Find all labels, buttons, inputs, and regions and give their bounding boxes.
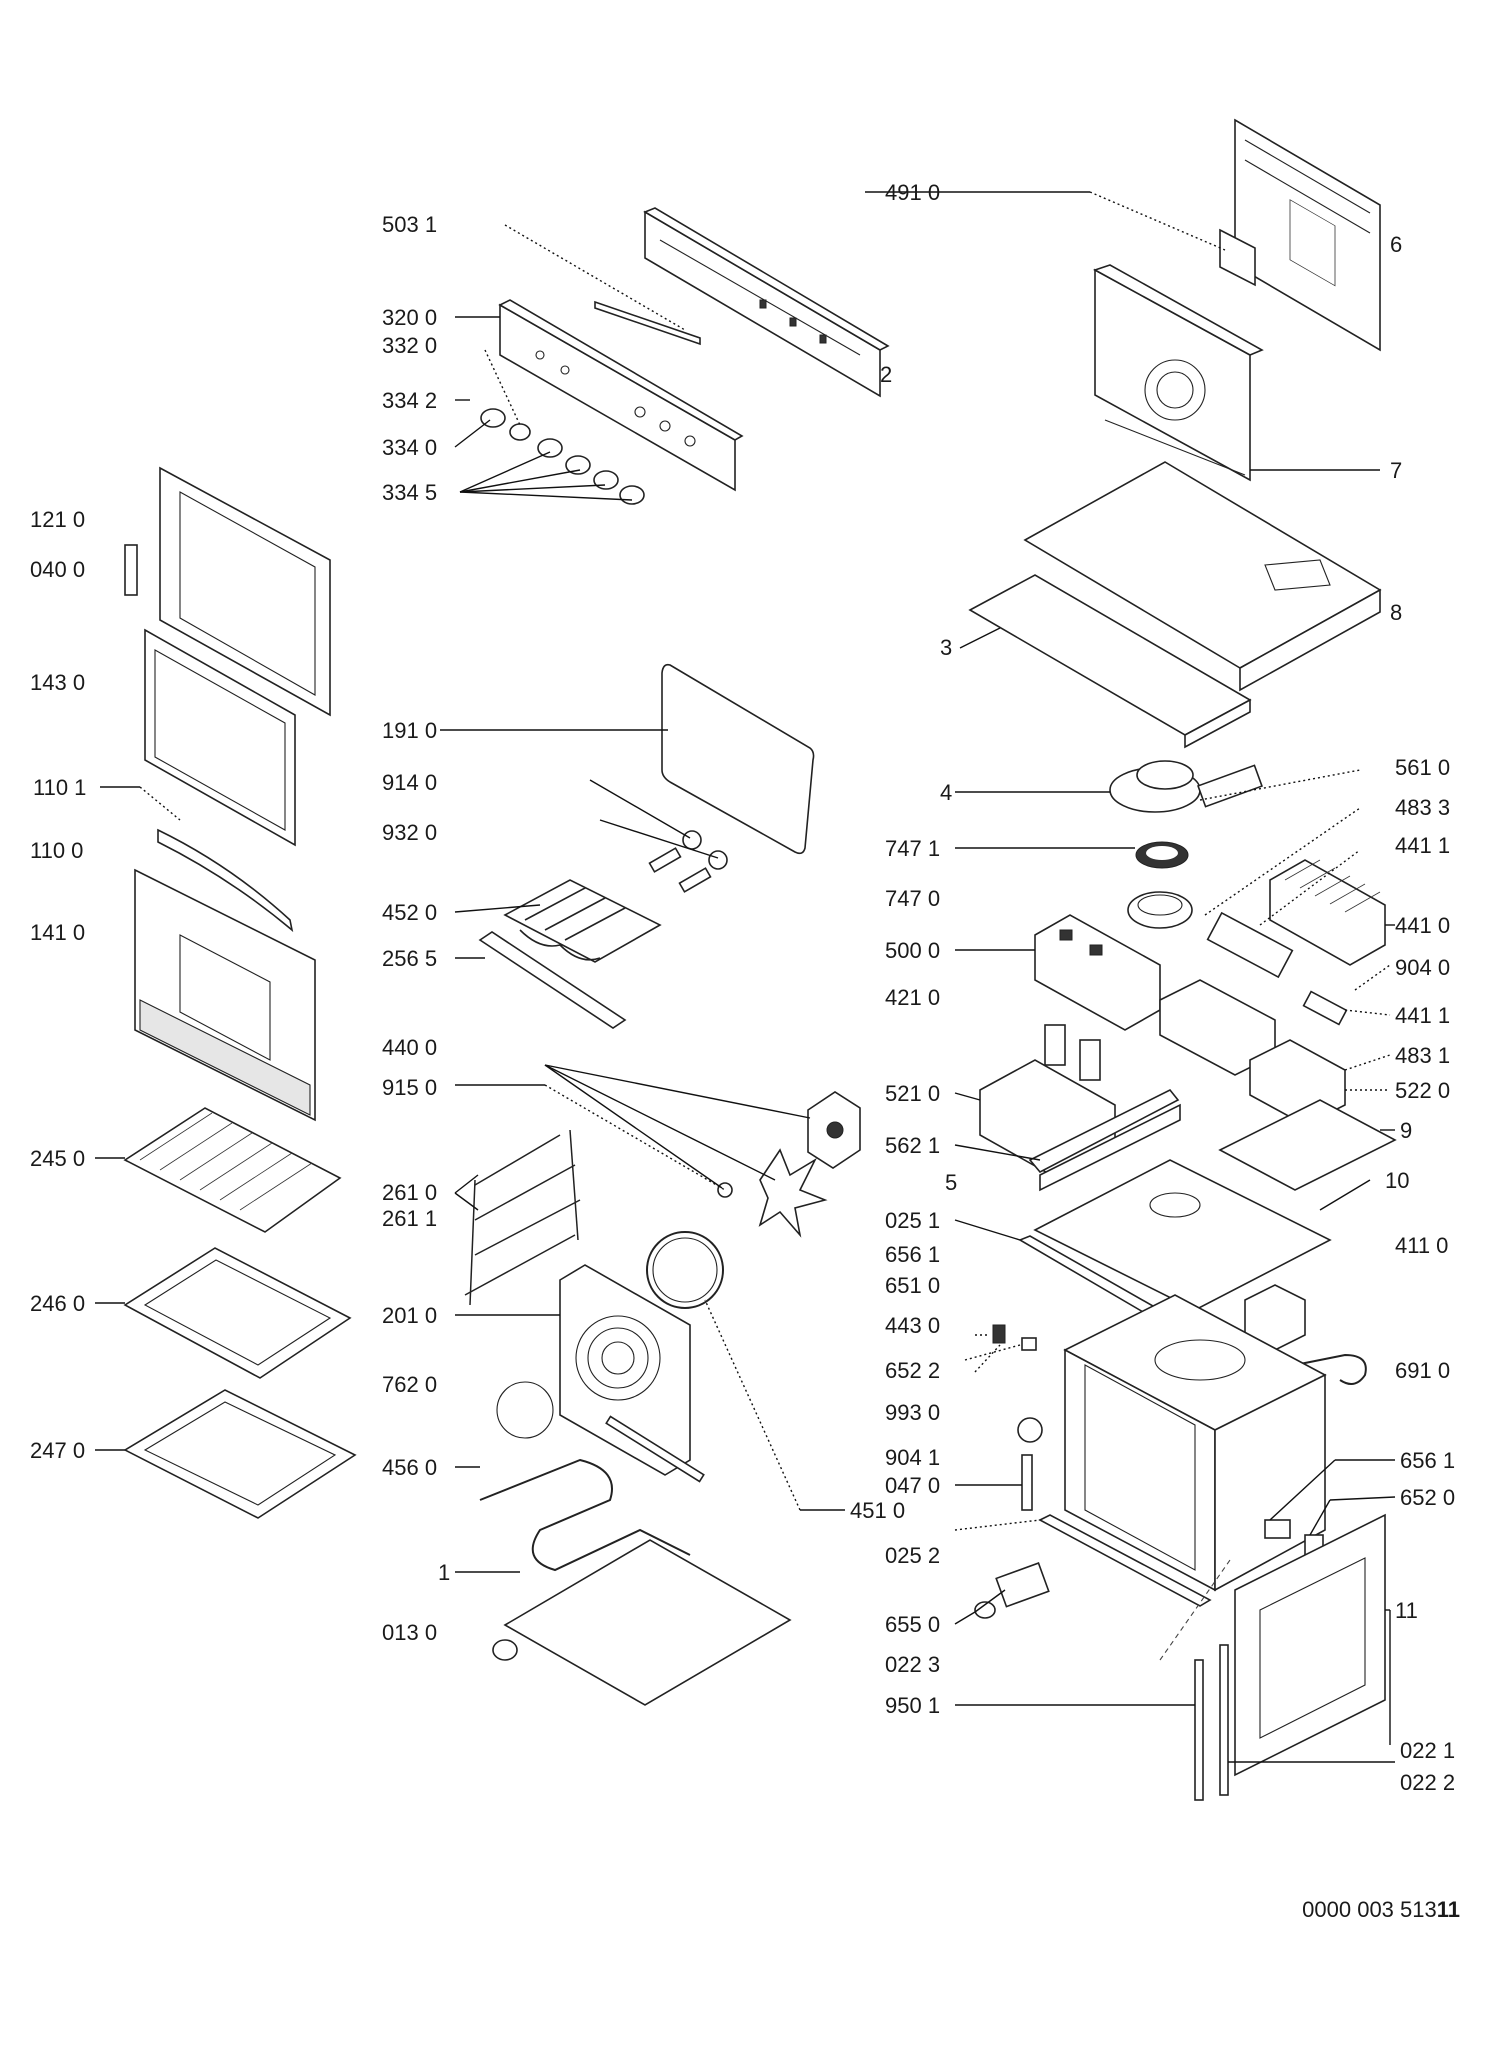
label-320-0: 320 0	[382, 305, 437, 330]
label-441-1-top: 441 1	[1395, 833, 1450, 858]
label-022-3: 022 3	[885, 1652, 940, 1677]
label-110-0: 110 0	[30, 838, 83, 863]
label-261-1: 261 1	[382, 1206, 437, 1231]
label-2: 2	[880, 362, 892, 387]
label-191-0: 191 0	[382, 718, 437, 743]
label-11: 11	[1395, 1598, 1418, 1623]
label-040-0: 040 0	[30, 557, 85, 582]
label-441-1-bottom: 441 1	[1395, 1003, 1450, 1028]
label-747-0: 747 0	[885, 886, 940, 911]
label-246-0: 246 0	[30, 1291, 85, 1316]
label-915-0: 915 0	[382, 1075, 437, 1100]
document-number-main: 0000 003 513	[1302, 1897, 1437, 1922]
label-6: 6	[1390, 232, 1402, 257]
label-421-0: 421 0	[885, 985, 940, 1010]
label-441-0: 441 0	[1395, 913, 1450, 938]
cavity-and-electronics-group	[974, 760, 1397, 1801]
label-025-1: 025 1	[885, 1208, 940, 1233]
label-143-0: 143 0	[30, 670, 85, 695]
label-411-0: 411 0	[1395, 1233, 1448, 1258]
label-456-0: 456 0	[382, 1455, 437, 1480]
interior-parts-group	[464, 663, 861, 1706]
label-652-0: 652 0	[1400, 1485, 1455, 1510]
label-904-1: 904 1	[885, 1445, 940, 1470]
label-483-3: 483 3	[1395, 795, 1450, 820]
leader-lines	[95, 191, 1396, 1763]
label-247-0: 247 0	[30, 1438, 85, 1463]
label-8: 8	[1390, 600, 1402, 625]
label-332-0: 332 0	[382, 333, 437, 358]
label-022-1: 022 1	[1400, 1738, 1455, 1763]
label-245-0: 245 0	[30, 1146, 85, 1171]
door-and-racks-group	[123, 466, 357, 1519]
label-256-5: 256 5	[382, 946, 437, 971]
label-5: 5	[945, 1170, 957, 1195]
label-762-0: 762 0	[382, 1372, 437, 1397]
label-932-0: 932 0	[382, 820, 437, 845]
rear-assembly-group	[968, 118, 1382, 749]
label-443-0: 443 0	[885, 1313, 940, 1338]
label-655-0: 655 0	[885, 1612, 940, 1637]
label-522-0: 522 0	[1395, 1078, 1450, 1103]
label-013-0: 013 0	[382, 1620, 437, 1645]
label-9: 9	[1400, 1118, 1412, 1143]
label-503-1: 503 1	[382, 212, 437, 237]
part-labels: 503 1 320 0 332 0 334 2 334 0 334 5 2 49…	[30, 180, 1455, 1795]
label-110-1: 110 1	[33, 775, 86, 800]
label-521-0: 521 0	[885, 1081, 940, 1106]
label-334-5: 334 5	[382, 480, 437, 505]
document-number-suffix: 11	[1437, 1897, 1460, 1922]
label-334-0: 334 0	[382, 435, 437, 460]
label-201-0: 201 0	[382, 1303, 437, 1328]
document-number: 0000 003 51311	[1302, 1897, 1460, 1922]
label-022-2: 022 2	[1400, 1770, 1455, 1795]
label-651-0: 651 0	[885, 1273, 940, 1298]
label-491-0: 491 0	[885, 180, 940, 205]
label-1: 1	[438, 1560, 450, 1585]
label-334-2: 334 2	[382, 388, 437, 413]
label-4: 4	[940, 780, 952, 805]
label-904-0: 904 0	[1395, 955, 1450, 980]
label-452-0: 452 0	[382, 900, 437, 925]
label-141-0: 141 0	[30, 920, 85, 945]
control-panel-group	[480, 207, 890, 505]
label-10: 10	[1385, 1168, 1409, 1193]
label-562-1: 562 1	[885, 1133, 940, 1158]
label-656-1-right: 656 1	[1400, 1448, 1455, 1473]
label-121-0: 121 0	[30, 507, 85, 532]
label-747-1: 747 1	[885, 836, 940, 861]
label-047-0: 047 0	[885, 1473, 940, 1498]
label-656-1-left: 656 1	[885, 1242, 940, 1267]
label-652-2: 652 2	[885, 1358, 940, 1383]
label-950-1: 950 1	[885, 1693, 940, 1718]
label-7: 7	[1390, 458, 1402, 483]
label-025-2: 025 2	[885, 1543, 940, 1568]
label-500-0: 500 0	[885, 938, 940, 963]
label-914-0: 914 0	[382, 770, 437, 795]
label-3: 3	[940, 635, 952, 660]
label-440-0: 440 0	[382, 1035, 437, 1060]
label-691-0: 691 0	[1395, 1358, 1450, 1383]
label-261-0: 261 0	[382, 1180, 437, 1205]
label-451-0: 451 0	[850, 1498, 905, 1523]
label-993-0: 993 0	[885, 1400, 940, 1425]
label-561-0: 561 0	[1395, 755, 1450, 780]
label-483-1: 483 1	[1395, 1043, 1450, 1068]
